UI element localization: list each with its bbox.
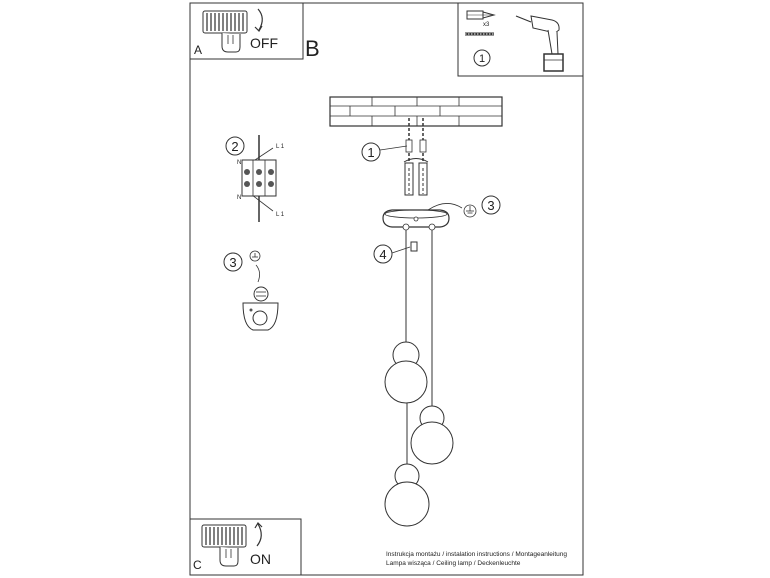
panel-b-letter: B [305, 36, 320, 61]
callout-ground-detail [223, 252, 243, 272]
pendant-globe [410, 405, 454, 465]
main-frame [189, 2, 584, 576]
callout-clamp [373, 244, 393, 264]
terminal-block-icon [241, 135, 277, 222]
terminal-label-n-bottom: N [237, 195, 241, 201]
switch-on-icon [201, 524, 247, 567]
callout-ground-number: 3 [487, 198, 494, 213]
pendant-globe [384, 463, 430, 527]
callout-screws [361, 142, 381, 162]
anchor-quantity: x3 [483, 22, 490, 28]
panel-c-letter: C [193, 558, 202, 572]
cable-clamp [410, 241, 418, 252]
drill-icon [515, 15, 564, 72]
switch-off-icon [202, 10, 248, 53]
tools-panel: x3 1 [457, 2, 584, 77]
callout-connector [225, 136, 245, 156]
panel-c: C ON [189, 518, 302, 576]
switch-off-text: OFF [250, 35, 278, 51]
wall-anchor-icon [466, 10, 496, 20]
callout-clamp-number: 4 [379, 247, 386, 262]
callout-ground-detail-number: 3 [229, 255, 236, 270]
terminal-label-n-top: N [237, 160, 241, 166]
arrow-up-icon [256, 523, 262, 547]
terminal-label-l-top: L 1 [276, 144, 285, 150]
footer-line-2: Lampa wisząca / Ceiling lamp / Deckenleu… [386, 560, 521, 567]
ground-icon [463, 204, 477, 218]
ceiling [329, 96, 503, 127]
panel-a-letter: A [194, 43, 202, 57]
terminal-label-l-bottom: L 1 [276, 212, 285, 218]
pendant-globe [384, 341, 428, 404]
tools-callout [473, 49, 491, 67]
mounting-screws [405, 118, 427, 165]
canopy [382, 209, 450, 231]
tools-callout-number: 1 [479, 53, 485, 65]
footer-line-1: Instrukcja montażu / instalation instruc… [386, 551, 567, 558]
switch-on-text: ON [250, 551, 271, 567]
callout-connector-number: 2 [231, 139, 238, 154]
ground-terminal-icon [242, 250, 279, 331]
arrow-down-icon [257, 8, 263, 31]
mounting-bracket [403, 158, 429, 196]
panel-a: A OFF [189, 2, 304, 60]
callout-ground [481, 195, 501, 215]
callout-screws-number: 1 [367, 145, 374, 160]
